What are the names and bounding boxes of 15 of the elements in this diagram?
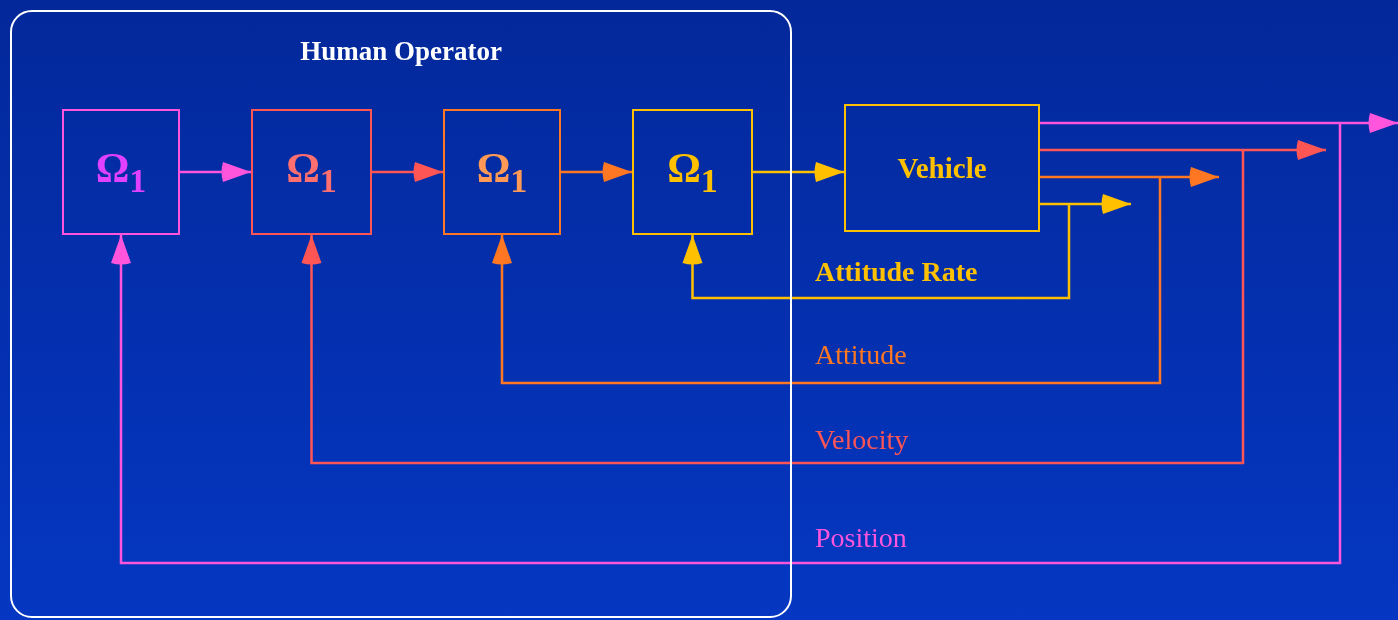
trunk-line <box>1040 121 1340 125</box>
vehicle-box: Vehicle <box>844 104 1040 232</box>
process-box: Ω$_{1}$ <box>443 109 561 235</box>
edge-label: Attitude Rate <box>815 256 978 288</box>
process-box: Ω$_{1}$ <box>62 109 180 235</box>
edge-label: Velocity <box>815 424 909 456</box>
edge-label: Position <box>815 522 907 554</box>
process-box: Ω$_{1}$ <box>251 109 372 235</box>
trunk-line <box>1040 175 1160 179</box>
edge-label: Attitude <box>815 339 907 371</box>
group-panel <box>10 10 792 618</box>
trunk-line <box>1040 202 1069 206</box>
group-title: Human Operator <box>299 36 503 67</box>
process-box: Ω$_{1}$ <box>632 109 753 235</box>
trunk-line <box>1040 148 1243 152</box>
